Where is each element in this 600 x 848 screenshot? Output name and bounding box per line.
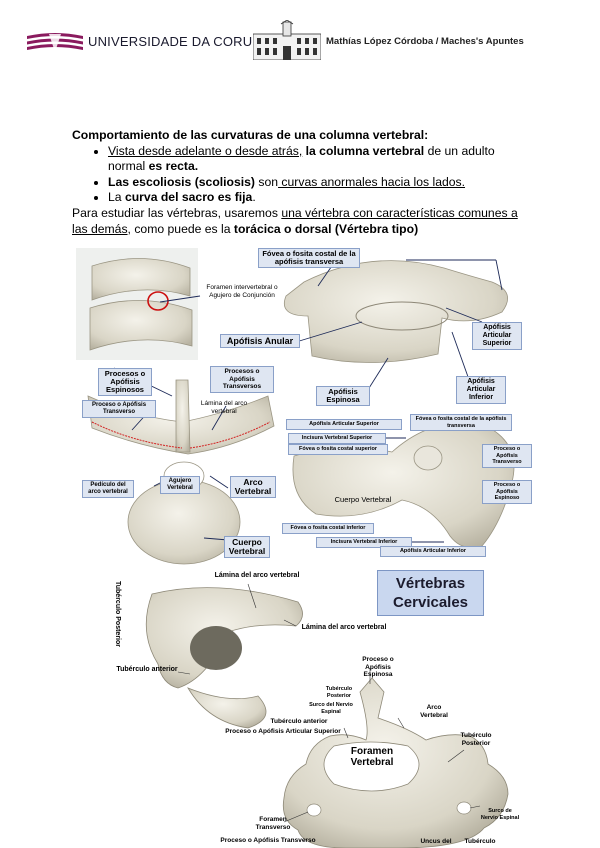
label-cuerpo: Cuerpo Vertebral — [224, 536, 270, 558]
author-line: Mathías López Córdoba / Maches's Apuntes — [326, 36, 524, 47]
text-run: una vértebra con características comunes… — [72, 205, 518, 236]
text-run: La — [108, 190, 125, 205]
faculty-building-icon — [253, 20, 321, 60]
text-run: la columna vertebral — [302, 143, 425, 158]
cervical-title-line1: Vértebras — [395, 575, 466, 592]
list-item: La curva del sacro es fija. — [108, 190, 532, 206]
label-tuberculo-posterior-right: Tubérculo Posterior — [460, 732, 492, 747]
label-cuerpo-vertebral2: Cuerpo Vertebral — [334, 495, 392, 504]
text-run: Para estudiar las vértebras, usaremos — [72, 205, 282, 220]
cervical-title-line2: Cervicales — [392, 594, 469, 611]
label-incisura-inf: Incisura Vertebral Inferior — [316, 537, 412, 548]
label-fovea-costal-inf: Fóvea o fosita costal inferior — [282, 523, 374, 534]
label-proceso-art-sup: Proceso o Apófisis Articular Superior — [225, 728, 341, 735]
label-arco-cervical: Arco Vertebral — [420, 704, 448, 719]
text-run: de un adulto normal — [108, 143, 495, 174]
text-run: es recta. — [148, 159, 199, 174]
label-foramen-transverso: Foramen Transverso — [255, 816, 291, 831]
label-lamina: Lámina del arco vertebral — [200, 400, 248, 415]
university-name: UNIVERSIDADE DA CORUÑA — [88, 34, 271, 49]
label-apofisis-espinosa: Apófisis Espinosa — [316, 386, 370, 406]
text-run: curva del sacro es fija — [124, 190, 253, 205]
text-run: Vista desde adelante o desde atrás, — [108, 143, 303, 158]
label-agujero: Agujero Vertebral — [160, 476, 200, 494]
label-tuberculo-ant-small: Tubérculo anterior — [270, 718, 328, 725]
paragraph: Para estudiar las vértebras, usaremos un… — [72, 206, 532, 237]
label-surco-nervio: Surco del Nervio Espinal — [309, 702, 353, 715]
label-surco-nervio-right: Surco de Nervio Espinal — [480, 808, 520, 821]
label-foramen: Foramen intervertebral o Agujero de Conj… — [206, 284, 278, 299]
label-proceso-espinoso: Proceso o Apófisis Espinosa — [362, 656, 394, 678]
label-proceso-espinoso-right: Proceso o Apófisis Espinoso — [482, 480, 532, 504]
text-run: . — [252, 190, 256, 205]
label-lamina-top: Lámina del arco vertebral — [214, 572, 300, 579]
cervical-vertebra-illustration — [145, 583, 509, 848]
label-proceso-transv-right: Proceso o Apófisis Transverso — [482, 444, 532, 468]
label-apofisis-art-inf: Apófisis Articular Inferior — [456, 376, 506, 404]
document-body: Comportamiento de las curvaturas de una … — [72, 128, 532, 237]
text-run: son — [255, 174, 279, 189]
label-tuberculo-anterior: Tubérculo anterior — [116, 666, 178, 673]
label-procesos-transversos: Procesos o Apófisis Transversos — [210, 366, 274, 393]
label-pediculo: Pedículo del arco vertebral — [82, 480, 134, 498]
list-item: Vista desde adelante o desde atrás, la c… — [108, 144, 532, 175]
text-run: torácica o dorsal (Vértebra tipo) — [233, 221, 419, 236]
bullet-list: Vista desde adelante o desde atrás, la c… — [72, 144, 532, 206]
text-run: , como puede es la — [127, 221, 234, 236]
text-run: Las escoliosis (scoliosis) — [108, 174, 255, 189]
thoracic-vertebra-illustration — [76, 248, 515, 565]
text-run: curvas anormales hacia los lados. — [278, 174, 466, 189]
label-uncus: Uncus del — [420, 838, 452, 845]
list-item: Las escoliosis (scoliosis) son curvas an… — [108, 175, 532, 191]
cervical-vertebra-figure: Vértebras Cervicales Lámina del arco ver… — [108, 568, 528, 848]
page-header: UNIVERSIDADE DA CORUÑA Mathías López Cór… — [0, 0, 600, 70]
thoracic-vertebra-figure: Fóvea o fosita costal de la apófisis tra… — [72, 246, 532, 568]
label-art-sup-bar: Apófisis Articular Superior — [286, 419, 402, 430]
label-proceso-transverso-small: Proceso o Apófisis Transverso — [82, 400, 156, 418]
label-tuberculo-posterior-side: Tubérculo Posterior — [114, 581, 121, 647]
label-foramen-vertebral: Foramen Vertebral — [350, 746, 394, 768]
label-tuberculo-bottom: Tubérculo — [464, 838, 496, 845]
label-fovea-costal-trans2: Fóvea o fosita costal de la apófisis tra… — [410, 414, 512, 431]
label-apofisis-art-sup: Apófisis Articular Superior — [472, 322, 522, 350]
label-procesos-espinosos: Procesos o Apófisis Espinosos — [98, 368, 152, 396]
label-apofisis-anular: Apófisis Anular — [220, 334, 300, 348]
label-fovea-costal-sup: Fóvea o fosita costal superior — [288, 444, 388, 455]
label-art-inf-bar: Apófisis Articular Inferior — [380, 546, 486, 557]
university-logo-icon — [27, 33, 83, 52]
label-fovea-transversa: Fóvea o fosita costal de la apófisis tra… — [258, 248, 360, 268]
cervical-title-box: Vértebras Cervicales — [377, 570, 484, 616]
label-proceso-transverso-cervical: Proceso o Apófisis Transverso — [220, 837, 316, 844]
section-heading: Comportamiento de las curvaturas de una … — [72, 128, 429, 142]
label-tuberculo-post-small: Tubérculo Posterior — [325, 686, 353, 699]
label-arco: Arco Vertebral — [230, 476, 276, 498]
label-lamina-mid: Lámina del arco vertebral — [301, 624, 387, 631]
label-incisura-sup: Incisura Vertebral Superior — [288, 433, 386, 444]
